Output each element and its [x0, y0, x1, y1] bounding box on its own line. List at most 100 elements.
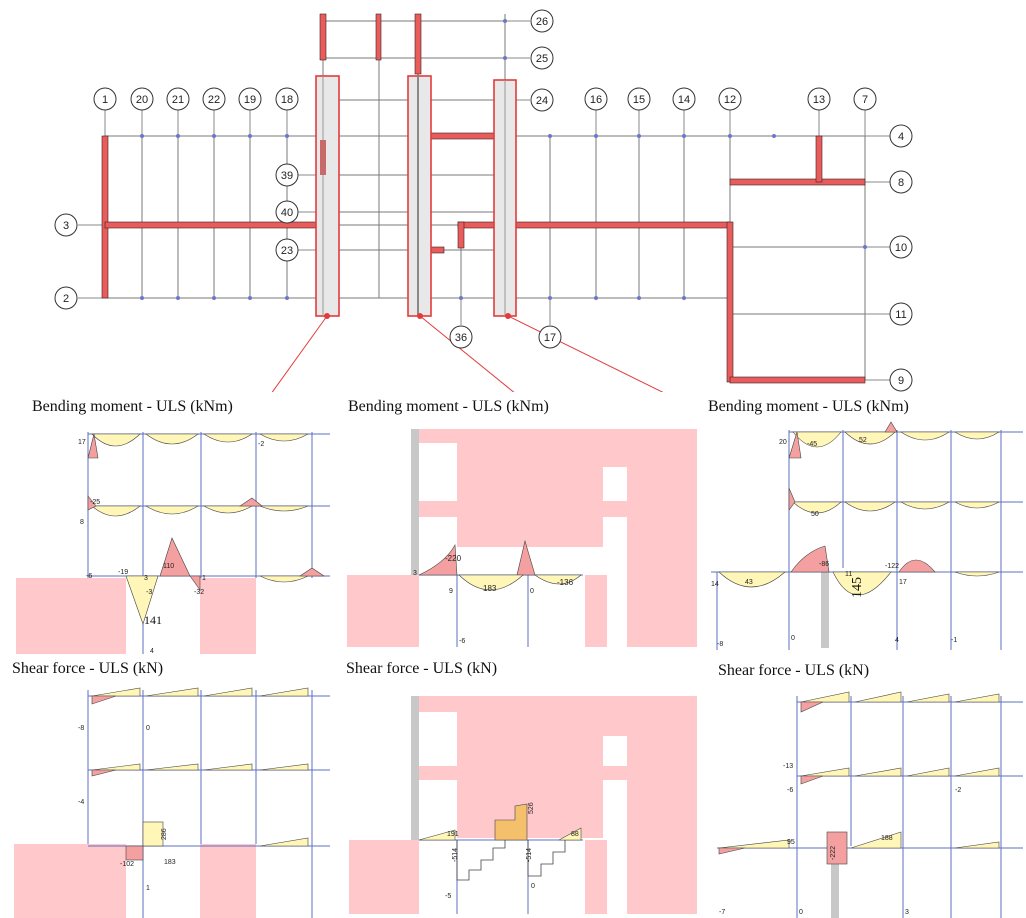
label: -7 — [719, 909, 725, 916]
label: -514 — [452, 848, 459, 862]
bm-left-peak: 141 — [144, 613, 162, 627]
label: -8 — [78, 725, 84, 732]
column-grey — [411, 429, 419, 575]
label: 0 — [531, 883, 535, 890]
label: -3 — [146, 589, 152, 596]
bubble-leaders — [78, 20, 890, 381]
structural-plan: 1 20 21 22 19 18 24 16 15 14 12 13 7 26 … — [54, 9, 913, 392]
label: 0 — [799, 909, 803, 916]
label: -5 — [445, 893, 451, 900]
label: 0 — [530, 588, 534, 595]
label: -122 — [885, 563, 899, 570]
bm-left-diagram: 141 17 -25 8 -6 -19 3 -3 110 4 -32 -2 1 — [16, 432, 330, 655]
label: -19 — [118, 569, 128, 576]
sf-mid-title: Shear force - ULS (kN) — [346, 660, 498, 677]
label: -6 — [459, 638, 465, 645]
sf-mid-diagram: 526 -514 -514 191 -5 0 88 — [349, 696, 697, 914]
bubble-label: 20 — [136, 94, 148, 106]
bubble-label: 12 — [724, 94, 736, 106]
bm-mid-diagram: -220 183 -136 9 0 -6 3 — [347, 429, 697, 647]
bubble-label: 16 — [590, 94, 602, 106]
wall-block — [16, 578, 126, 654]
label: 43 — [745, 579, 753, 586]
frame-selections — [315, 75, 517, 319]
bubble-label: 3 — [63, 220, 69, 232]
label: -25 — [90, 499, 100, 506]
hogging-lobes — [87, 433, 325, 591]
label: 4 — [150, 648, 154, 655]
label: 526 — [528, 802, 535, 814]
label: -4 — [78, 799, 84, 806]
bubble-label: 15 — [633, 94, 645, 106]
bubble-label: 9 — [898, 375, 904, 387]
label: -102 — [120, 861, 134, 868]
label: -2 — [258, 441, 264, 448]
grid-nodes — [140, 19, 867, 300]
label: 0 — [791, 635, 795, 642]
label: 95 — [787, 839, 795, 846]
label: 20 — [779, 439, 787, 446]
label: -6 — [787, 787, 793, 794]
bubble-label: 8 — [898, 177, 904, 189]
bubble-label: 21 — [172, 94, 184, 106]
label: 3 — [905, 909, 909, 916]
label: 1 — [202, 575, 206, 582]
bubble-label: 11 — [895, 309, 906, 321]
label: -222 — [830, 846, 837, 860]
label: 11 — [845, 571, 852, 578]
label: 286 — [161, 828, 168, 840]
grid-bubble-labels: 1 20 21 22 19 18 24 16 15 14 12 13 7 26 … — [63, 16, 907, 387]
bubble-label: 26 — [536, 16, 548, 28]
label: -136 — [557, 578, 574, 587]
bubble-label: 4 — [898, 131, 904, 143]
bubble-label: 39 — [281, 170, 293, 182]
label: -45 — [807, 441, 817, 448]
bubble-label: 2 — [63, 293, 69, 305]
label: 110 — [163, 563, 174, 570]
label: 188 — [881, 835, 893, 842]
bm-left-labels: 17 -25 8 -6 -19 3 -3 110 4 -32 -2 1 — [78, 439, 264, 655]
label: -86 — [819, 561, 829, 568]
bubble-label: 25 — [536, 53, 548, 65]
shear-walls — [101, 13, 866, 384]
label: 1 — [146, 885, 150, 892]
label: 14 — [711, 581, 719, 588]
bm-left-title: Bending moment - ULS (kNm) — [32, 398, 233, 415]
moment-lobes — [91, 433, 310, 625]
bubble-label: 14 — [678, 94, 690, 106]
callout-connectors — [271, 315, 664, 392]
bubble-label: 18 — [281, 94, 293, 106]
plan-grid-lines — [104, 14, 866, 381]
bm-mid-title: Bending moment - ULS (kNm) — [348, 398, 549, 415]
bm-right-title: Bending moment - ULS (kNm) — [708, 398, 909, 415]
bubble-label: 13 — [813, 94, 825, 106]
label: 8 — [80, 519, 84, 526]
label: -514 — [526, 848, 533, 862]
label: 17 — [78, 439, 86, 446]
label: 3 — [413, 570, 417, 577]
label: -220 — [445, 554, 462, 563]
grid-bubbles — [54, 9, 913, 392]
sf-left-title: Shear force - ULS (kN) — [12, 660, 164, 677]
bubble-label: 19 — [244, 94, 256, 106]
label: 52 — [859, 437, 867, 444]
label: 88 — [571, 831, 579, 838]
label: 4 — [895, 637, 899, 644]
label: -1 — [951, 637, 957, 644]
label: 191 — [447, 831, 459, 838]
bubble-label: 24 — [536, 95, 548, 107]
wall-block — [200, 578, 256, 654]
bubble-label: 22 — [208, 94, 220, 106]
label: 183 — [164, 859, 176, 866]
label: 9 — [449, 588, 453, 595]
label: -2 — [955, 787, 961, 794]
label: -8 — [717, 641, 723, 648]
bubble-label: 7 — [862, 94, 868, 106]
bubble-label: 23 — [281, 245, 293, 257]
bubble-label: 36 — [455, 332, 467, 344]
sf-left-diagram: 286 -102 -8 -4 0 1 183 — [14, 687, 330, 918]
label: 17 — [899, 579, 907, 586]
bubble-label: 40 — [281, 207, 293, 219]
label: 0 — [146, 725, 150, 732]
label: 183 — [483, 584, 497, 593]
